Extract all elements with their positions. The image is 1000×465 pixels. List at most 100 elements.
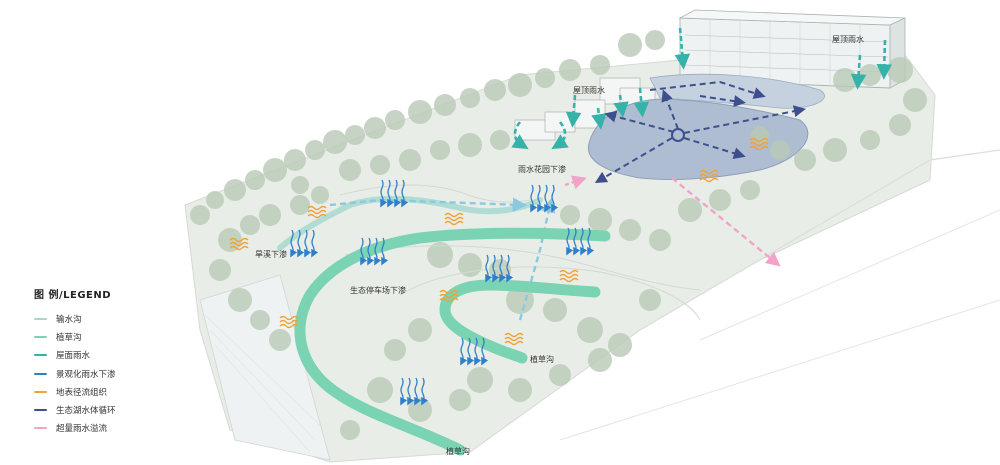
- tree-canopy: [323, 130, 347, 154]
- infiltration-arrow: [580, 227, 588, 256]
- infiltration-arrow: [492, 254, 500, 283]
- runoff-arrows: [229, 137, 769, 346]
- infiltration-arrow: [506, 254, 514, 283]
- infiltration-arrow: [537, 184, 545, 213]
- road-edge: [559, 299, 1000, 441]
- tree-canopy: [649, 229, 671, 251]
- legend: 图 例/LEGEND 输水沟植草沟屋面雨水景观化雨水下渗地表径流组织生态湖水体循…: [34, 286, 184, 437]
- tree-canopy: [290, 195, 310, 215]
- tree-canopy: [206, 191, 224, 209]
- runoff-arrow: [229, 237, 249, 243]
- infiltration-arrow: [544, 184, 552, 213]
- overflow-arrow: [671, 177, 781, 267]
- label-grass-swale-mid: 植草沟: [530, 354, 554, 364]
- runoff-arrow: [699, 177, 719, 183]
- infiltration-arrows: [290, 179, 595, 406]
- legend-item: 超量雨水溢流: [34, 419, 184, 437]
- tree-canopy: [467, 367, 493, 393]
- legend-swatch: [34, 354, 47, 357]
- tree-canopy: [618, 33, 642, 57]
- infiltration-arrow: [401, 179, 409, 208]
- tree-canopy: [408, 100, 432, 124]
- tree-canopy: [228, 288, 252, 312]
- runoff-arrow: [444, 216, 464, 222]
- infiltration-arrow: [311, 229, 319, 258]
- tree-canopy: [269, 329, 291, 351]
- runoff-arrow: [749, 137, 769, 143]
- tree-canopy: [291, 176, 309, 194]
- runoff-arrow: [504, 336, 524, 342]
- legend-item: 植草沟: [34, 328, 184, 346]
- tree-canopy: [794, 149, 816, 171]
- tree-canopy: [245, 170, 265, 190]
- label-dry-creek: 旱溪下渗: [255, 249, 287, 259]
- runoff-arrow: [699, 173, 719, 179]
- infiltration-arrow: [467, 337, 475, 366]
- label-roof-rain-mid: 屋顶雨水: [573, 85, 605, 95]
- tree-canopy: [209, 259, 231, 281]
- infiltration-arrow: [290, 229, 298, 258]
- infiltration-arrow: [551, 184, 559, 213]
- tree-canopy: [434, 94, 456, 116]
- roof-rain-arrows: [511, 27, 893, 150]
- tree-canopy: [770, 140, 790, 160]
- label-eco-parking: 生态停车场下渗: [350, 285, 406, 295]
- legend-swatch: [34, 427, 47, 430]
- tree-canopy: [645, 30, 665, 50]
- infiltration-arrow: [297, 229, 305, 258]
- tree-canopy: [577, 317, 603, 343]
- tree-canopy: [263, 158, 287, 182]
- tree-canopy: [408, 398, 432, 422]
- tree-canopy: [560, 205, 580, 225]
- runoff-arrow: [749, 145, 769, 151]
- tree-canopy: [559, 59, 581, 81]
- infiltration-arrow: [573, 227, 581, 256]
- legend-item: 输水沟: [34, 310, 184, 328]
- tree-canopy: [619, 219, 641, 241]
- runoff-arrow: [439, 289, 459, 295]
- trees: [190, 30, 927, 440]
- tree-canopy: [535, 68, 555, 88]
- tree-canopy: [224, 179, 246, 201]
- tree-canopy: [490, 130, 510, 150]
- legend-label: 景观化雨水下渗: [56, 369, 116, 380]
- tree-canopy: [639, 289, 661, 311]
- infiltration-arrow: [460, 337, 468, 366]
- legend-item: 屋面雨水: [34, 346, 184, 364]
- runoff-arrow: [439, 293, 459, 299]
- infiltration-arrow: [304, 229, 312, 258]
- tree-canopy: [458, 133, 482, 157]
- tree-canopy: [608, 333, 632, 357]
- runoff-arrow: [559, 277, 579, 283]
- legend-swatch: [34, 390, 47, 393]
- tree-canopy: [399, 149, 421, 171]
- tree-canopy: [427, 242, 453, 268]
- tree-canopy: [484, 79, 506, 101]
- tree-canopy: [549, 364, 571, 386]
- runoff-arrow: [229, 241, 249, 247]
- tree-canopy: [709, 189, 731, 211]
- infiltration-arrow: [587, 227, 595, 256]
- tree-canopy: [384, 339, 406, 361]
- runoff-arrow: [504, 340, 524, 346]
- legend-swatch: [34, 336, 47, 339]
- lake-cycle-arrows: [594, 80, 806, 184]
- legend-title: 图 例/LEGEND: [34, 290, 112, 301]
- runoff-arrow: [749, 141, 769, 147]
- infiltration-arrow: [387, 179, 395, 208]
- tree-canopy: [305, 140, 325, 160]
- infiltration-arrow: [381, 237, 389, 266]
- grass-swale-large: [294, 227, 611, 456]
- tree-canopy: [430, 140, 450, 160]
- infiltration-arrow: [474, 337, 482, 366]
- runoff-arrow: [279, 323, 299, 329]
- tree-canopy: [367, 377, 393, 403]
- tree-canopy: [508, 378, 532, 402]
- legend-label: 植草沟: [56, 333, 82, 344]
- grass-swale-inner: [439, 279, 601, 364]
- tree-canopy: [240, 215, 260, 235]
- road-edge: [639, 149, 1000, 331]
- infiltration-arrow: [499, 254, 507, 283]
- parking-dashed-arrow: [518, 197, 556, 321]
